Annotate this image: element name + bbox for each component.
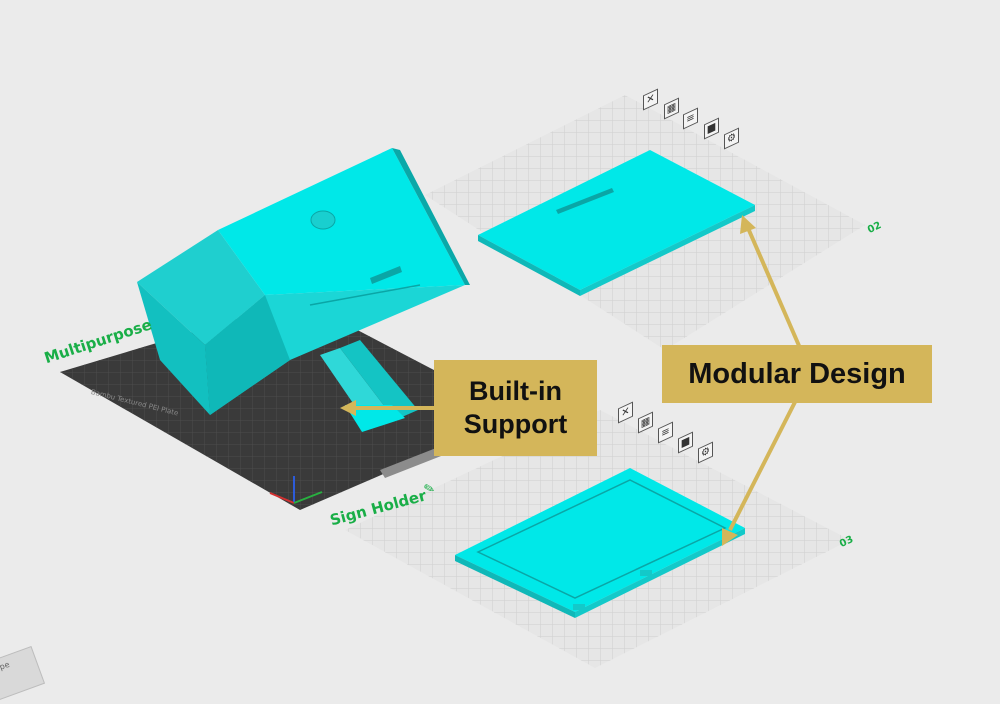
callout-modular-text: Modular Design <box>688 357 906 390</box>
callout-support-line1: Built-in <box>469 376 562 406</box>
model-sign-frame[interactable] <box>455 468 745 618</box>
axis-gizmo <box>269 476 323 504</box>
model-multipurpose-box[interactable] <box>137 148 470 415</box>
callout-built-in-support: Built-in Support <box>434 360 597 456</box>
callout-arrows <box>340 215 802 546</box>
callout-modular-design: Modular Design <box>662 345 932 403</box>
callout-support-line2: Support <box>463 409 568 439</box>
model-sign-panel[interactable] <box>478 150 755 296</box>
viewport-3d[interactable] <box>0 0 1000 678</box>
